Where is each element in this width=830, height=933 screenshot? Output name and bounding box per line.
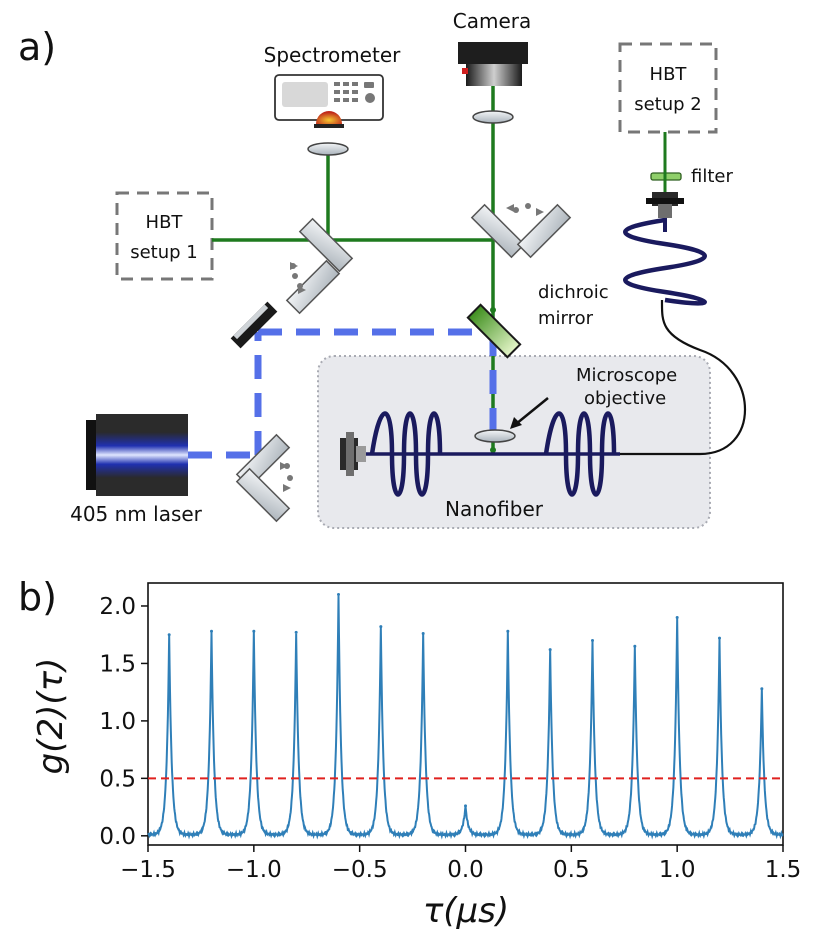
x-tick-label: 1.5 [765,857,802,883]
x-tick-label: 0.0 [447,857,484,883]
hbt-setup-2-box [618,42,718,134]
optical-fiber [362,214,746,497]
dichroic-label-line1: dichroic [538,282,609,303]
g2-peak-point [760,687,764,691]
x-tick-label: 0.5 [553,857,590,883]
microscope-objective-lens [474,429,516,443]
flip-mirror-3 [235,433,293,523]
steering-mirror [230,301,278,349]
y-axis-label: g(2)(τ) [31,658,71,775]
g2-peak-point [506,629,510,633]
beam-dot [490,307,496,313]
g2-trace [147,595,784,840]
g2-peak-point [337,592,340,596]
hbt1-label-line2: setup 1 [130,242,198,263]
objective-label-line2: objective [584,388,666,409]
y-tick-label: 2.0 [99,594,136,620]
filter-label: filter [691,166,733,187]
lens [472,110,514,124]
plot-ticks: −1.5 −1.0 −0.5 0.0 0.5 1.0 1.5 0.0 0.5 1.0 1.5 2.0 [99,594,801,883]
nanofiber-label: Nanofiber [445,497,544,521]
y-tick-label: 0.0 [99,824,136,850]
g2-peak-point [421,632,425,636]
flip-mirror-1 [285,217,354,315]
hbt1-label-line1: HBT [146,212,184,233]
fiber-connector-top [646,192,684,218]
panel-a-label: a) [18,25,56,69]
spectrometer-label: Spectrometer [264,43,401,67]
g2-peak-point [294,630,298,634]
panel-b: b) −1.5 −1.0 −0.5 0.0 0.5 1.0 1.5 0.0 0.5 1.0 1.5 2… [18,575,801,931]
hbt2-label-line2: setup 2 [634,94,702,115]
fiber-connector-left [340,432,366,476]
g2-peak-point [591,638,594,642]
x-tick-label: −1.5 [120,857,176,883]
g2-peak-point [633,644,637,648]
laser: 405 nm laser [70,414,203,526]
beam-dot [490,447,496,453]
g2-peak-point [675,615,679,619]
g2-peak-point [548,648,552,652]
hbt-setup-1-box [115,191,214,281]
g2-peak-point [252,629,256,633]
y-tick-label: 1.5 [99,651,136,677]
laser-label: 405 nm laser [70,502,203,526]
flip-mirror-2 [470,203,572,259]
panel-b-label: b) [18,575,57,619]
dichroic-label-line2: mirror [538,308,594,329]
objective-label-line1: Microscope [576,365,677,386]
hbt2-label-line1: HBT [650,64,688,85]
objective-arrow-head [510,417,522,429]
y-tick-label: 0.5 [99,766,136,792]
camera-label: Camera [453,9,532,33]
g2-peak-point [379,625,383,629]
x-tick-label: 1.0 [659,857,696,883]
x-tick-label: −0.5 [332,857,388,883]
lens [307,142,349,156]
x-tick-label: −1.0 [226,857,282,883]
panel-a: a) Camera Spectro [18,9,746,529]
objective-arrow [515,397,549,425]
excitation-beam [188,328,497,459]
g2-peak-point [718,636,721,640]
y-axis-label-text: g(2)(τ) [31,658,71,775]
filter: filter [650,132,733,192]
camera: Camera [453,9,532,86]
g2-peak-point [210,629,213,633]
x-axis-label: τ(μs) [423,891,509,931]
plot-marks [147,592,784,840]
spectrometer: Spectrometer [264,43,401,128]
y-tick-label: 1.0 [99,709,136,735]
dichroic-mirror: dichroic mirror [466,282,609,359]
g2-peak-point [167,633,171,637]
g2-peak-point [464,804,467,808]
